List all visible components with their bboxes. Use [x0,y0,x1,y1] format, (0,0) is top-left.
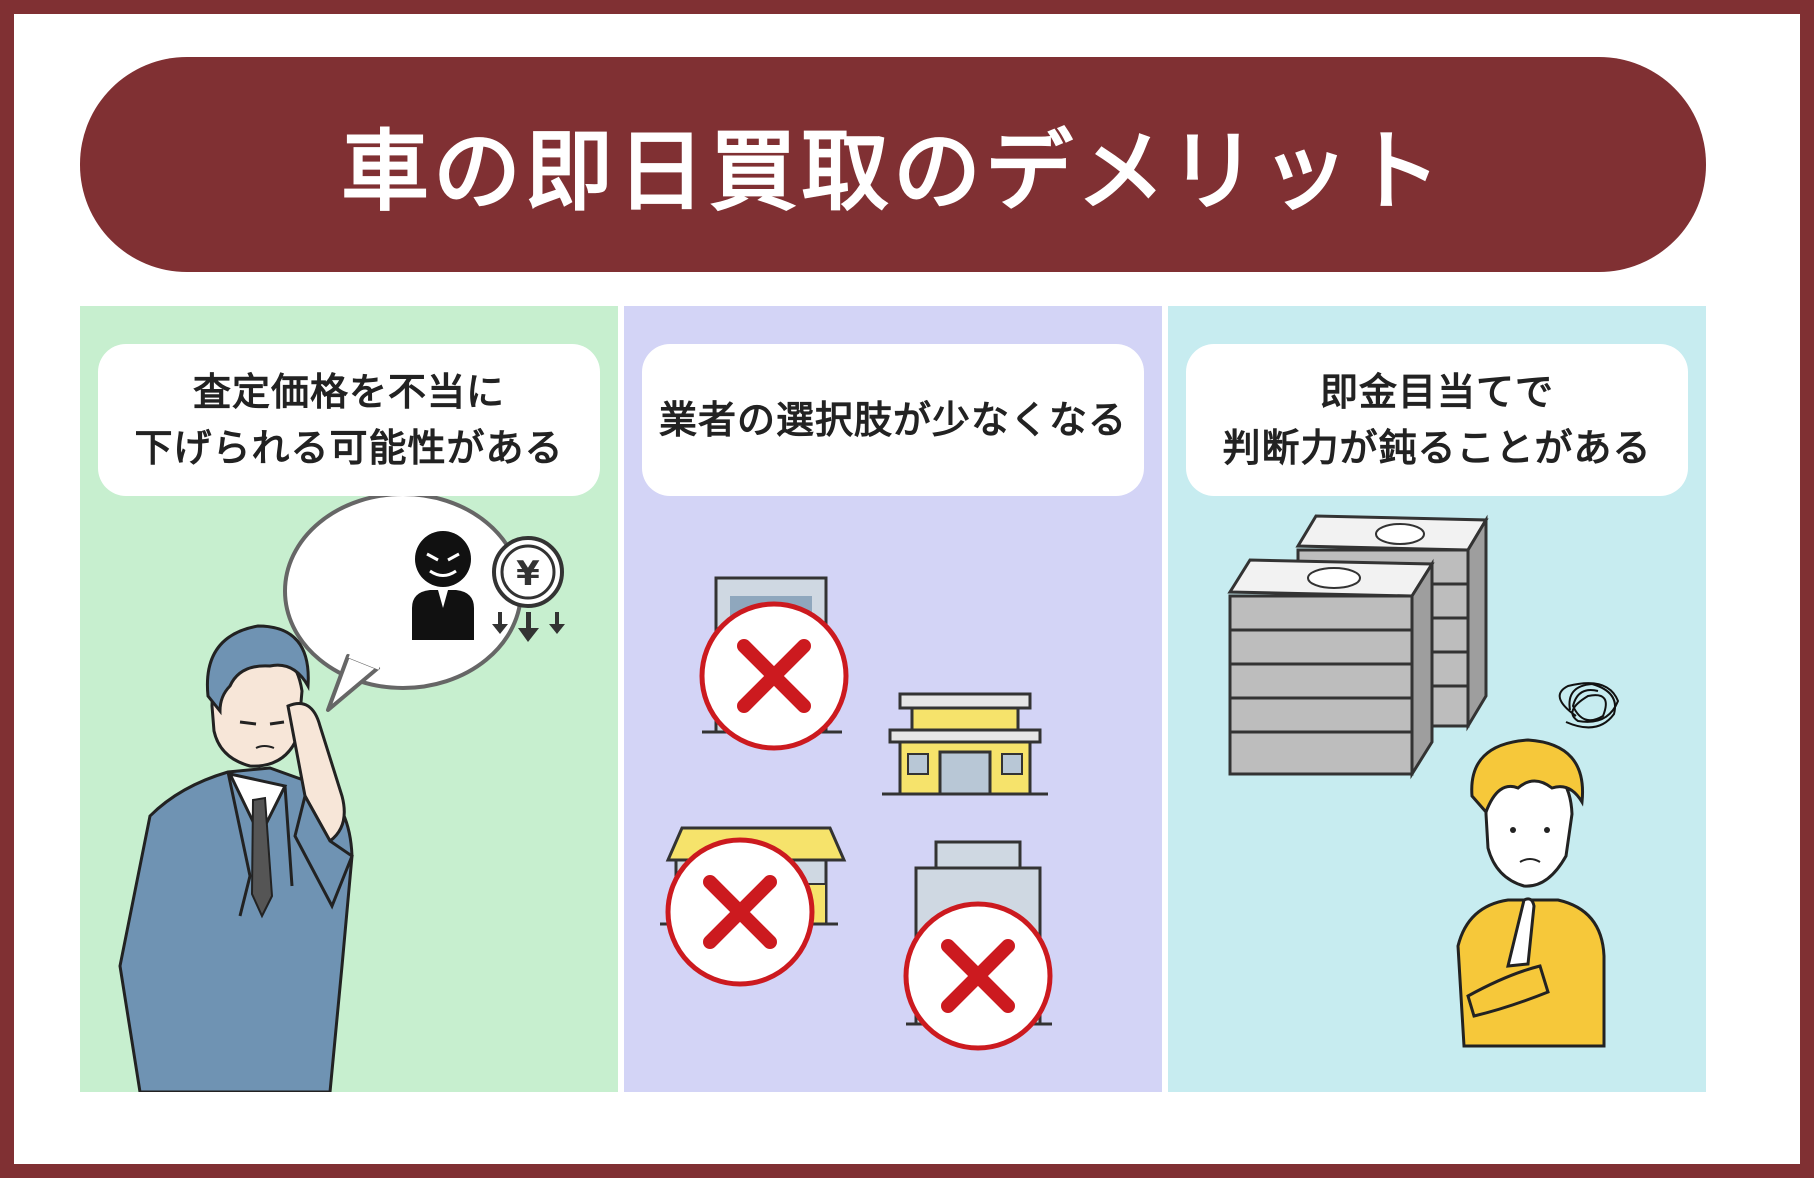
caption-line-1: 即金目当てで [1319,370,1554,414]
confused-person-figure [1456,738,1606,1048]
cash-stack-icon [1227,558,1435,780]
caption-line-2: 下げられる可能性がある [134,426,564,470]
caption-card: 業者の選択肢が少なくなる [642,344,1144,496]
yen-symbol: ¥ [516,554,540,594]
yen-coin-icon: ¥ [492,536,564,608]
panel-price-drop: 査定価格を不当に 下げられる可能性がある ¥ [80,306,618,1092]
confused-scribble-icon [1558,682,1620,729]
speech-bubble [283,496,523,712]
page-title: 車の即日買取のデメリット [340,120,1445,223]
worried-businessman-figure [118,624,354,1092]
cash-and-confused-person-illustration [1227,514,1620,1048]
worried-businessman-illustration: ¥ [118,496,565,1092]
sinister-buyer-icon [412,531,474,640]
shop-choices-illustration [660,576,1053,1051]
caption-card: 即金目当てで 判断力が鈍ることがある [1186,344,1688,496]
caption-card: 査定価格を不当に 下げられる可能性がある [98,344,600,496]
cross-mark-icon [665,837,815,987]
caption-line-1: 業者の選択肢が少なくなる [658,398,1127,442]
caption-line-2: 判断力が鈍ることがある [1222,426,1652,470]
title-banner: 車の即日買取のデメリット [80,57,1706,272]
caption-line-1: 査定価格を不当に [192,370,505,414]
price-down-arrows-icon [492,612,565,642]
panel-impaired-judgment: 即金目当てで 判断力が鈍ることがある [1168,306,1706,1092]
panel-fewer-dealers: 業者の選択肢が少なくなる [624,306,1162,1092]
cross-mark-icon [903,901,1053,1051]
convenience-store-icon [882,692,1048,796]
cross-mark-icon [699,601,849,751]
